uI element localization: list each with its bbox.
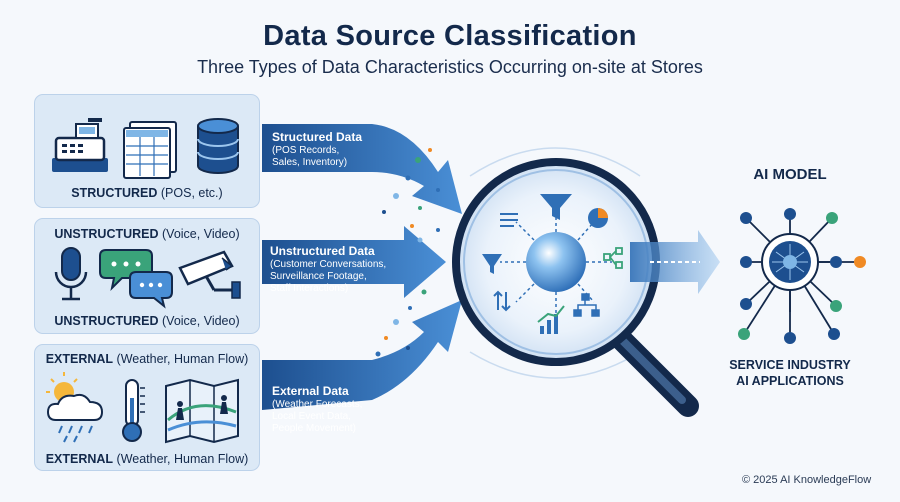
service-industry-line: AI APPLICATIONS bbox=[736, 374, 844, 388]
external-panel-top-label: EXTERNAL (Weather, Human Flow) bbox=[45, 352, 249, 366]
unstructured-data-line: Staff Interactions) bbox=[270, 283, 349, 294]
page-subtitle: Three Types of Data Characteristics Occu… bbox=[197, 57, 703, 77]
filter-icon bbox=[540, 194, 572, 220]
structured-panel-label: STRUCTURED (POS, etc.) bbox=[71, 186, 223, 200]
flowchart-icon bbox=[603, 247, 623, 269]
external-data-line: People Movement) bbox=[272, 423, 356, 434]
external-data-line: Local Event Data, bbox=[272, 411, 351, 422]
bar-chart-icon bbox=[537, 305, 565, 334]
external-data-arrow bbox=[262, 300, 462, 410]
data-particles bbox=[375, 148, 440, 357]
weather-cloud-icon bbox=[46, 372, 104, 443]
external-panel-label: EXTERNAL (Weather, Human Flow) bbox=[45, 452, 249, 466]
unstructured-panel-top-label: UNSTRUCTURED (Voice, Video) bbox=[54, 227, 240, 241]
ai-model-title: AI MODEL bbox=[753, 166, 827, 183]
unstructured-data-line: (Customer Conversations, bbox=[270, 259, 387, 270]
external-panel: EXTERNAL (Weather, Human Flow) EXTERNAL … bbox=[34, 344, 260, 471]
funnel-icon bbox=[482, 254, 502, 274]
hierarchy-icon bbox=[573, 293, 600, 317]
sort-arrows-icon bbox=[493, 290, 511, 312]
external-data-heading: External Data bbox=[272, 384, 349, 398]
structured-data-caption: Structured Data (POS Records, Sales, Inv… bbox=[272, 130, 362, 169]
unstructured-data-line: Surveillance Footage, bbox=[270, 271, 367, 282]
map-people-icon bbox=[165, 378, 239, 444]
copyright-notice: © 2025 AI KnowledgeFlow bbox=[742, 474, 872, 486]
thermometer-icon bbox=[122, 379, 145, 442]
service-industry-caption: SERVICE INDUSTRY AI APPLICATIONS bbox=[712, 357, 868, 389]
structured-data-line: (POS Records, bbox=[272, 145, 340, 156]
list-icon bbox=[500, 213, 518, 227]
neural-network-icon bbox=[738, 208, 866, 344]
structured-data-line: Sales, Inventory) bbox=[272, 157, 348, 168]
unstructured-panel-label: UNSTRUCTURED (Voice, Video) bbox=[54, 314, 240, 328]
database-icon bbox=[197, 118, 239, 174]
external-data-line: (Weather Forecasts, bbox=[272, 399, 363, 410]
central-orb-icon bbox=[526, 232, 586, 292]
page-title: Data Source Classification bbox=[263, 20, 637, 52]
security-camera-icon bbox=[178, 250, 241, 299]
cash-register-icon bbox=[52, 118, 108, 172]
structured-data-arrow bbox=[262, 124, 462, 214]
structured-data-heading: Structured Data bbox=[272, 130, 363, 144]
pie-chart-icon bbox=[588, 208, 608, 228]
microphone-icon bbox=[54, 247, 88, 301]
decorative-arc bbox=[469, 147, 641, 177]
chat-bubbles-icon bbox=[99, 249, 173, 309]
spreadsheet-icon bbox=[123, 121, 177, 179]
external-data-caption: External Data (Weather Forecasts, Local … bbox=[272, 384, 362, 435]
decorative-arc bbox=[469, 351, 641, 379]
unstructured-data-heading: Unstructured Data bbox=[270, 244, 375, 258]
service-industry-line: SERVICE INDUSTRY bbox=[729, 358, 851, 372]
unstructured-data-caption: Unstructured Data (Customer Conversation… bbox=[270, 244, 386, 295]
unstructured-data-arrow bbox=[262, 226, 446, 298]
